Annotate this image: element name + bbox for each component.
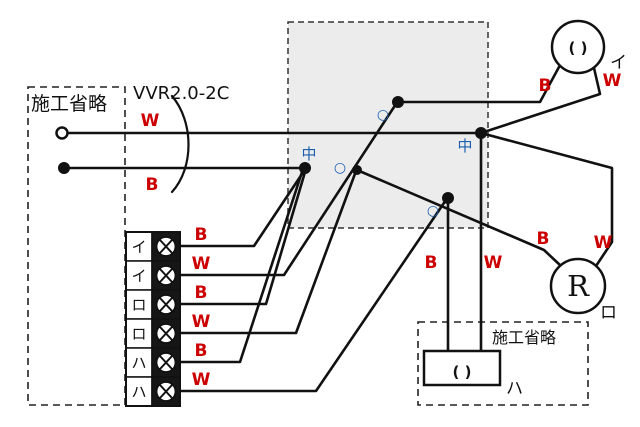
hot-junction-dot (299, 162, 311, 174)
switch-ha-return-wire (178, 198, 448, 393)
small-sleeve-mark-icon: ○ (377, 107, 389, 123)
terminal-row-label: ロ (131, 296, 146, 314)
cable-type-label: VVR2.0-2C (133, 83, 229, 104)
lamp-receptacle-symbol (549, 257, 607, 315)
terminal-row-label: ロ (131, 325, 146, 343)
junction-box (287, 21, 489, 229)
terminal-screw-x-icon (159, 384, 173, 399)
switch-ro-return-wire (178, 169, 358, 335)
terminal-row-label: イ (131, 238, 146, 256)
medium-sleeve-mark: 中 (457, 137, 472, 155)
lamp-receptacle-glyph: R (567, 269, 590, 303)
ceiling-light-square-glyph: ( ) (453, 363, 472, 381)
small-sleeve-mark-icon: ○ (334, 160, 346, 176)
ceiling-light-round-glyph: ( ) (569, 39, 588, 57)
terminal-row-label: ハ (131, 354, 146, 372)
cable-brace (170, 94, 190, 194)
row4-wire-label: W (192, 312, 211, 332)
receptacle-ro-w-wire (479, 131, 614, 268)
light-ha-w-label: W (484, 253, 503, 273)
light-ha-b-label: B (425, 253, 438, 273)
terminal-screw-x-icon (159, 239, 173, 254)
light-i-name: イ (610, 53, 627, 73)
ceiling-light-square-symbol (422, 349, 502, 387)
return-ro-junction-dot (352, 165, 362, 175)
switch-ro-hot-wire (178, 170, 307, 306)
omitted-section-box-left (27, 86, 126, 406)
receptacle-ro-name: ロ (600, 303, 617, 323)
light-i-w-wire (479, 66, 602, 135)
row6-wire-label: W (192, 370, 211, 390)
light-i-b-label: B (539, 76, 552, 96)
terminal-label-cell (125, 376, 153, 407)
terminal-block: イ イ ロ ロ ハ ハ (125, 231, 181, 407)
terminal-block-outline (125, 231, 181, 407)
omitted-section-box-bottom (417, 321, 589, 406)
row1-wire-label: B (195, 225, 208, 245)
light-i-b-wire (396, 65, 561, 104)
receptacle-ro-b-label: B (537, 229, 550, 249)
left-omitted-note: 施工省略 (31, 93, 107, 115)
row5-wire-label: B (195, 341, 208, 361)
terminal-screw-x-icon (159, 297, 173, 312)
bottom-omitted-note: 施工省略 (492, 328, 556, 347)
switch-i-return-wire (178, 102, 398, 277)
light-i-w-label: W (603, 71, 622, 91)
source-w-label: W (141, 111, 160, 131)
light-ha-name: ハ (506, 379, 523, 399)
source-hot-terminal (58, 162, 70, 174)
source-b-label: B (146, 175, 159, 195)
small-sleeve-mark-icon: ○ (427, 203, 439, 219)
return-ha-junction-dot (442, 192, 454, 204)
neutral-junction-dot (475, 127, 487, 139)
source-neutral-terminal (55, 126, 69, 140)
receptacle-ro-b-wire (355, 168, 563, 268)
terminal-screw-x-icon (159, 355, 173, 370)
switch-ha-hot-wire (178, 170, 304, 364)
row2-wire-label: W (192, 254, 211, 274)
ceiling-light-round-symbol (550, 19, 606, 75)
switch-i-hot-wire (178, 169, 306, 248)
terminal-screw-x-icon (159, 268, 173, 283)
return-i-junction-dot (392, 96, 404, 108)
row3-wire-label: B (195, 283, 208, 303)
medium-sleeve-mark: 中 (301, 145, 316, 163)
receptacle-ro-w-label: W (594, 233, 613, 253)
terminal-row-label: ハ (131, 383, 146, 401)
terminal-row-label: イ (131, 267, 146, 285)
wires (66, 65, 614, 393)
terminal-screw-x-icon (159, 326, 173, 341)
